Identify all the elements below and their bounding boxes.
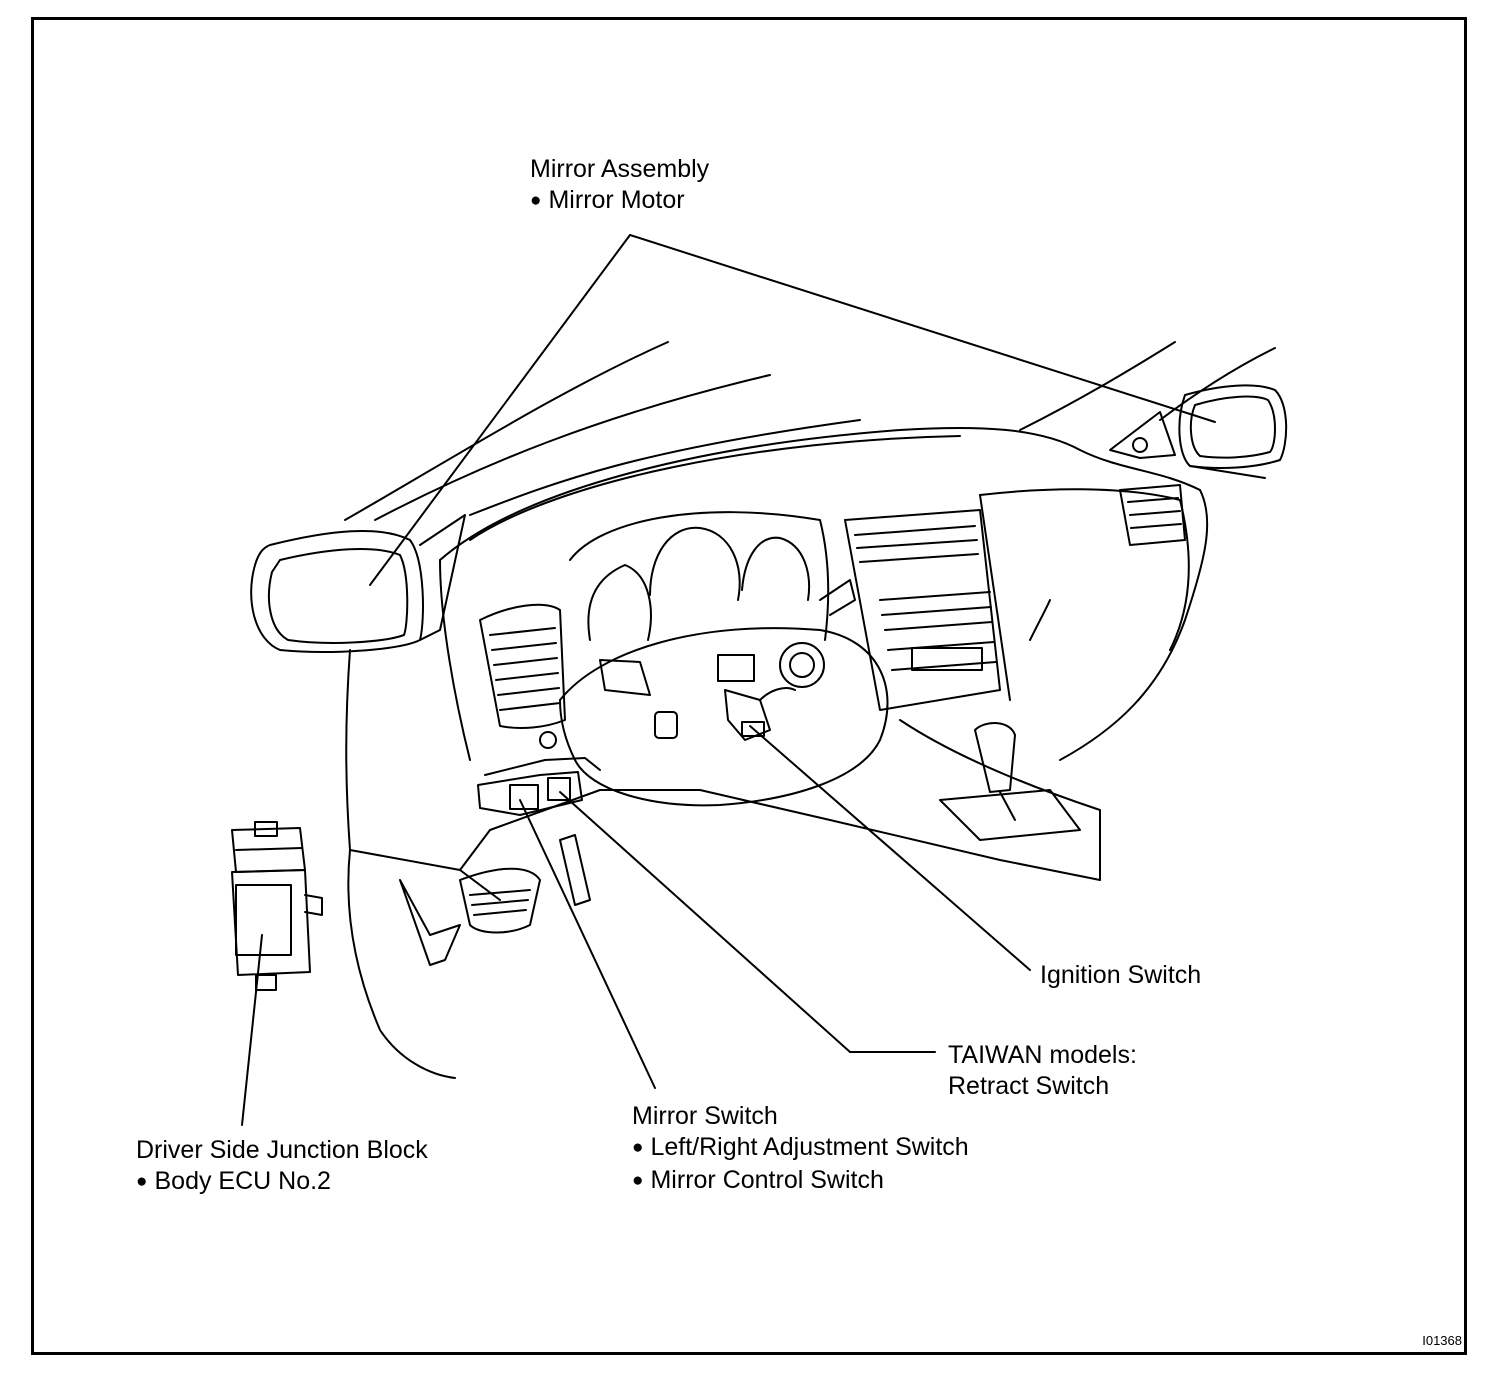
mirror-switch-title: Mirror Switch (632, 1102, 778, 1130)
leader-lines (241, 234, 1216, 1126)
retract-switch-line2: Retract Switch (948, 1072, 1110, 1100)
dashboard-outline (439, 426, 1209, 761)
adjustment-switch-item: Left/Right Adjustment Switch (632, 1132, 968, 1165)
right-mirror (1109, 384, 1288, 479)
instrument-cluster (569, 511, 830, 641)
mirror-assembly-title: Mirror Assembly (530, 155, 710, 183)
mirror-assembly-label: Mirror Assembly Mirror Motor (530, 154, 709, 218)
mirror-switch-drawing (477, 757, 601, 816)
gear-shift (899, 719, 1101, 881)
left-mirror (250, 514, 466, 653)
left-vent (479, 603, 566, 749)
center-console (844, 484, 1186, 711)
mirror-switch-label: Mirror Switch Left/Right Adjustment Swit… (632, 1101, 969, 1198)
control-switch-item: Mirror Control Switch (632, 1165, 969, 1198)
junction-block-title: Driver Side Junction Block (136, 1136, 428, 1164)
retract-switch-line1: TAIWAN models: (948, 1041, 1137, 1069)
ignition-switch-title: Ignition Switch (1040, 961, 1202, 989)
figure-code: I01368 (1422, 1333, 1462, 1348)
pedals (399, 834, 591, 966)
ignition-switch-label: Ignition Switch (1040, 960, 1201, 991)
mirror-motor-item: Mirror Motor (530, 185, 709, 218)
retract-switch-label: TAIWAN models: Retract Switch (948, 1040, 1137, 1102)
diagram-frame (31, 17, 1467, 1355)
body-ecu-item: Body ECU No.2 (136, 1166, 428, 1199)
junction-block-label: Driver Side Junction Block Body ECU No.2 (136, 1135, 428, 1199)
windshield-lines (344, 341, 1276, 521)
steering-column (559, 579, 889, 807)
junction-block-drawing (231, 821, 323, 991)
ignition-switch-drawing (717, 642, 825, 741)
lower-dashboard (345, 649, 1101, 1079)
